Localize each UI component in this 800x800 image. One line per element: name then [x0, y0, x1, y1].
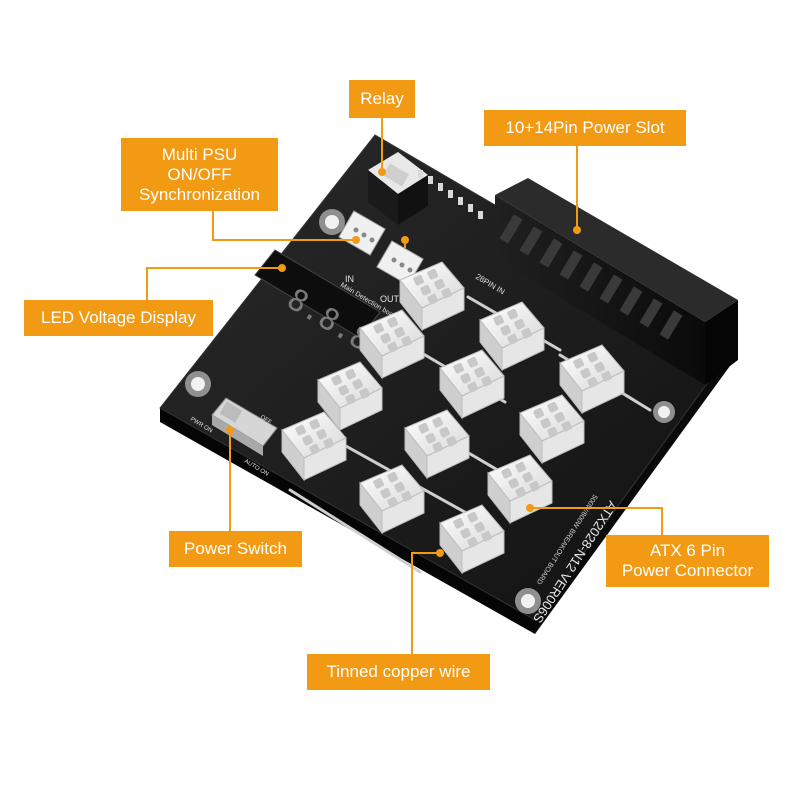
sync-header-in — [338, 210, 386, 256]
mounting-hole-left — [185, 371, 211, 397]
power-switch-component — [211, 397, 278, 456]
leader-line-dots — [226, 168, 581, 557]
copper-wire-callout: Tinned copper wire — [307, 654, 490, 690]
mounting-hole-bottom — [515, 588, 541, 614]
sync-out-label: OUT — [380, 294, 400, 304]
atx-connector-callout: ATX 6 Pin Power Connector — [606, 535, 769, 587]
atx-connector-label-line1: ATX 6 Pin — [649, 541, 726, 560]
multi-psu-label-line1: Multi PSU — [161, 144, 238, 164]
power-slot-callout: 10+14Pin Power Slot — [484, 110, 686, 146]
power-slot-24pin — [495, 178, 738, 385]
relay-label: Relay — [360, 89, 404, 108]
led-display-callout: LED Voltage Display — [24, 300, 213, 336]
sync-in-label: IN — [345, 274, 354, 284]
indicator-leds — [418, 170, 483, 219]
copper-wire-label: Tinned copper wire — [326, 662, 471, 681]
multi-psu-label-line2: ON/OFF — [167, 164, 232, 184]
power-slot-label: 10+14Pin Power Slot — [505, 118, 665, 137]
multi-psu-label-line3: Synchronization — [139, 184, 260, 204]
sync-header-out — [376, 240, 424, 286]
power-switch-label: Power Switch — [184, 539, 287, 558]
off-label: OFF — [259, 415, 273, 426]
multi-psu-callout: Multi PSU ON/OFF Synchronization — [121, 138, 278, 211]
power-switch-callout: Power Switch — [169, 531, 302, 567]
atx-connector-label-line2: Power Connector — [621, 561, 754, 580]
pcb-board-side — [160, 408, 535, 634]
mounting-hole-right — [653, 401, 675, 423]
led-display-label: LED Voltage Display — [41, 308, 196, 327]
pcb-board-side-right — [535, 345, 735, 634]
mounting-hole-top — [319, 209, 345, 235]
relay-callout: Relay — [349, 80, 415, 118]
